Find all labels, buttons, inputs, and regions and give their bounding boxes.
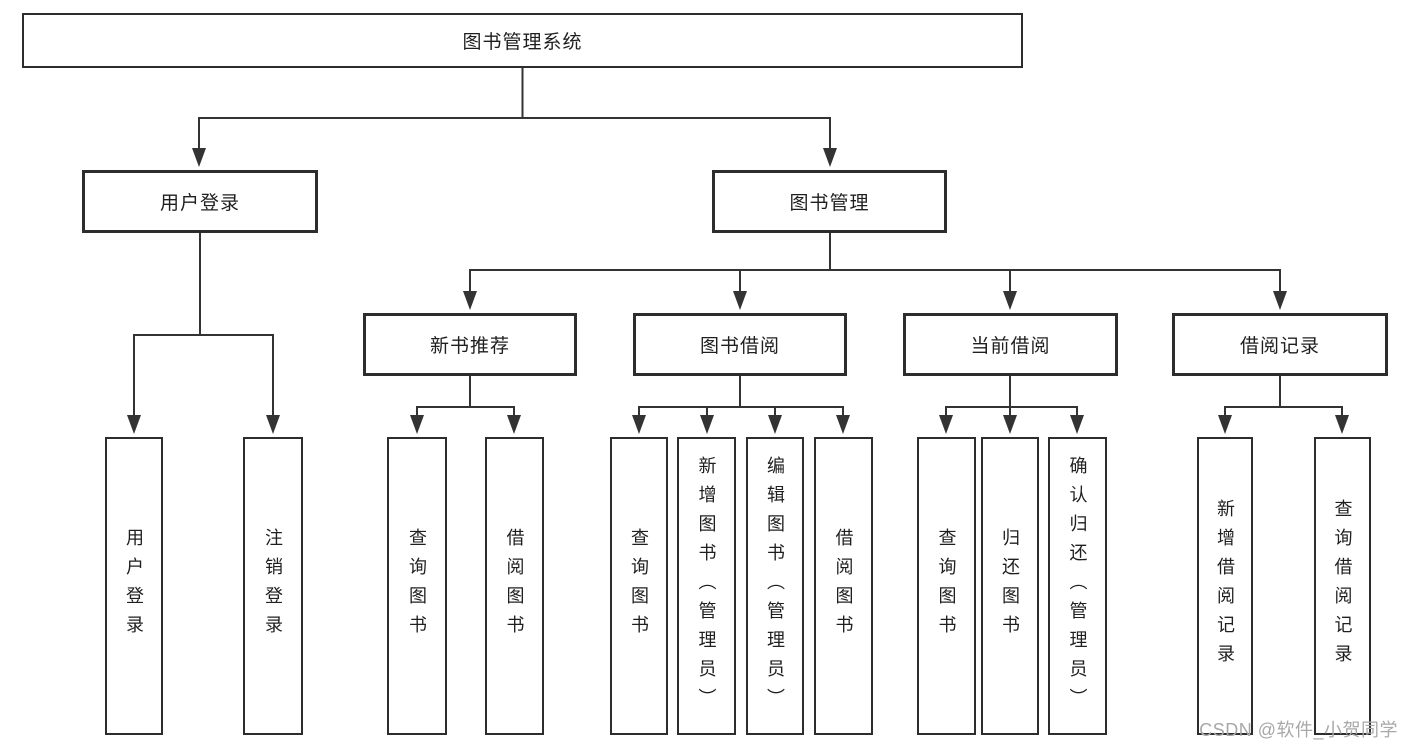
leaf-recommend-borrow-books: 借阅图书 [485, 437, 544, 735]
leaf-current-confirm-return-admin: 确认归还（管理员） [1048, 437, 1107, 735]
node-book-borrowing: 图书借阅 [633, 313, 847, 376]
node-book-management: 图书管理 [712, 170, 947, 233]
leaf-current-query-books-label: 查询图书 [936, 528, 957, 644]
leaf-user-login: 用户登录 [105, 437, 163, 735]
node-new-book-recommend-label: 新书推荐 [429, 336, 510, 357]
node-book-borrowing-label: 图书借阅 [699, 336, 780, 357]
leaf-current-query-books: 查询图书 [917, 437, 976, 735]
leaf-user-login-label: 用户登录 [124, 528, 144, 644]
node-book-management-label: 图书管理 [789, 193, 870, 214]
node-root-system: 图书管理系统 [22, 13, 1023, 68]
leaf-borrowing-add-books-admin-label: 新增图书（管理员） [696, 455, 717, 717]
leaf-recommend-query-books-label: 查询图书 [407, 528, 427, 644]
leaf-borrowing-borrow-books-label: 借阅图书 [833, 528, 854, 644]
leaf-recommend-borrow-books-label: 借阅图书 [504, 528, 525, 644]
leaf-records-query-record: 查询借阅记录 [1314, 437, 1371, 735]
node-borrow-records: 借阅记录 [1172, 313, 1388, 376]
leaf-recommend-query-books: 查询图书 [387, 437, 447, 735]
node-root-system-label: 图书管理系统 [462, 32, 583, 53]
watermark: CSDN @软件_小贺同学 [1199, 720, 1398, 740]
leaf-borrowing-edit-books-admin-label: 编辑图书（管理员） [765, 455, 785, 717]
leaf-records-add-record-label: 新增借阅记录 [1215, 499, 1235, 673]
leaf-logout-login-label: 注销登录 [263, 528, 283, 644]
leaf-current-confirm-return-admin-label: 确认归还（管理员） [1067, 455, 1088, 717]
leaf-current-return-books-label: 归还图书 [1000, 528, 1020, 644]
leaf-records-add-record: 新增借阅记录 [1197, 437, 1253, 735]
node-user-login-label: 用户登录 [159, 193, 240, 214]
leaf-logout-login: 注销登录 [243, 437, 303, 735]
leaf-borrowing-query-books: 查询图书 [610, 437, 668, 735]
node-current-borrowing: 当前借阅 [903, 313, 1118, 376]
leaf-borrowing-query-books-label: 查询图书 [629, 528, 649, 644]
node-user-login: 用户登录 [82, 170, 318, 233]
node-borrow-records-label: 借阅记录 [1239, 336, 1320, 357]
leaf-records-query-record-label: 查询借阅记录 [1332, 499, 1353, 673]
node-current-borrowing-label: 当前借阅 [970, 336, 1051, 357]
leaf-borrowing-borrow-books: 借阅图书 [814, 437, 873, 735]
leaf-current-return-books: 归还图书 [981, 437, 1039, 735]
leaf-borrowing-edit-books-admin: 编辑图书（管理员） [746, 437, 804, 735]
node-new-book-recommend: 新书推荐 [363, 313, 577, 376]
leaf-borrowing-add-books-admin: 新增图书（管理员） [677, 437, 736, 735]
